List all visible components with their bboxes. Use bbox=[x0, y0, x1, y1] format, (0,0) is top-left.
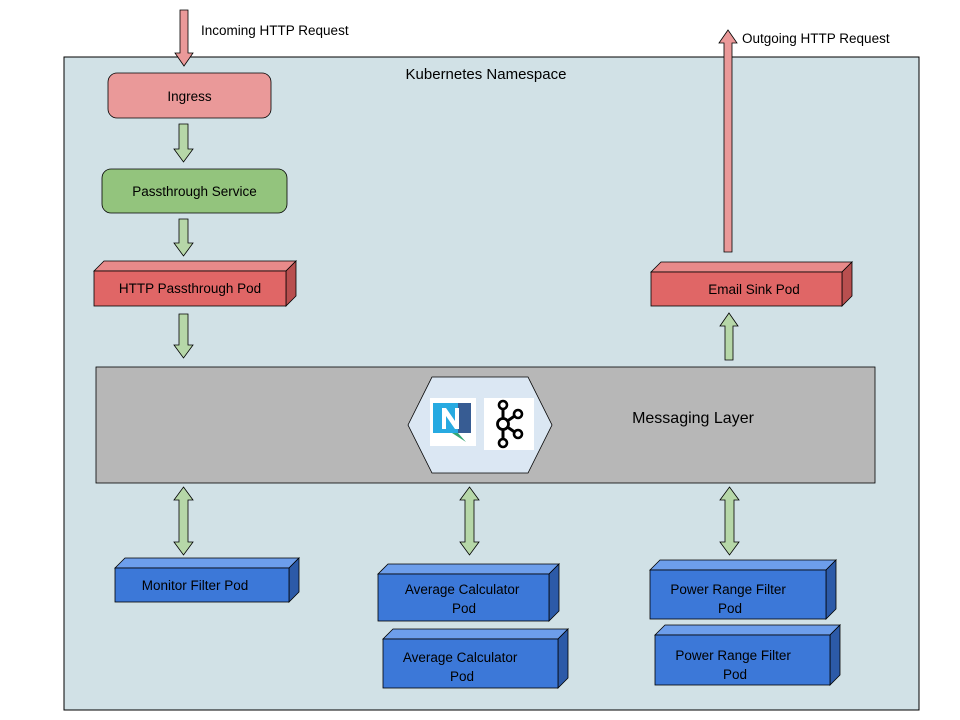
monitor-filter-pod: Monitor Filter Pod bbox=[114, 557, 300, 603]
power-bidirectional-arrow bbox=[719, 486, 740, 556]
passthrough-service-label: Passthrough Service bbox=[132, 184, 257, 199]
power-range-label-line1: Power Range Filter bbox=[675, 648, 791, 663]
power-range-label-line1: Power Range Filter bbox=[670, 582, 786, 597]
passthrough-service-box: Passthrough Service bbox=[101, 168, 288, 214]
namespace-title: Kubernetes Namespace bbox=[406, 66, 567, 83]
messaging-to-email-arrow bbox=[719, 312, 739, 361]
average-bidirectional-arrow bbox=[459, 486, 480, 556]
average-calculator-label-line1: Average Calculator bbox=[405, 582, 520, 597]
pod-to-messaging-arrow bbox=[173, 313, 194, 359]
http-passthrough-pod: HTTP Passthrough Pod bbox=[93, 260, 297, 307]
power-range-label-line2: Pod bbox=[718, 601, 742, 616]
monitor-filter-pod-label: Monitor Filter Pod bbox=[142, 578, 249, 593]
incoming-request-arrow bbox=[174, 9, 194, 67]
average-calculator-pod-2: Average Calculator Pod bbox=[382, 628, 569, 689]
http-passthrough-pod-label: HTTP Passthrough Pod bbox=[119, 281, 261, 296]
nats-logo-icon bbox=[430, 398, 476, 446]
average-calculator-label-line2: Pod bbox=[450, 669, 474, 684]
kafka-logo-icon bbox=[484, 398, 534, 450]
power-range-filter-pod-2: Power Range Filter Pod bbox=[654, 624, 841, 686]
average-calculator-label-line1: Average Calculator bbox=[403, 650, 518, 665]
incoming-request-label: Incoming HTTP Request bbox=[201, 23, 349, 38]
outgoing-request-arrow bbox=[718, 29, 738, 253]
service-to-pod-arrow bbox=[173, 218, 194, 257]
power-range-filter-pod-1: Power Range Filter Pod bbox=[649, 559, 837, 620]
monitor-bidirectional-arrow bbox=[173, 486, 194, 556]
ingress-label: Ingress bbox=[167, 89, 212, 104]
average-calculator-pod-1: Average Calculator Pod bbox=[377, 563, 560, 622]
ingress-to-service-arrow bbox=[173, 123, 194, 163]
messaging-layer-label: Messaging Layer bbox=[632, 410, 755, 427]
email-sink-pod: Email Sink Pod bbox=[650, 261, 853, 307]
outgoing-request-label: Outgoing HTTP Request bbox=[742, 31, 890, 46]
svg-text:Average Calculator Pod: Average Calculator Pod bbox=[405, 582, 523, 616]
svg-text:Power Range Filter Pod: Power Range Filter Pod bbox=[670, 582, 789, 616]
svg-text:Average Calculator Pod: Average Calculator Pod bbox=[403, 650, 521, 684]
messaging-layer: Messaging Layer bbox=[95, 366, 876, 484]
power-range-label-line2: Pod bbox=[723, 667, 747, 682]
svg-text:Power Range Filter Pod: Power Range Filter Pod bbox=[675, 648, 794, 682]
average-calculator-label-line2: Pod bbox=[452, 601, 476, 616]
ingress-box: Ingress bbox=[107, 72, 272, 119]
email-sink-pod-label: Email Sink Pod bbox=[708, 282, 800, 297]
